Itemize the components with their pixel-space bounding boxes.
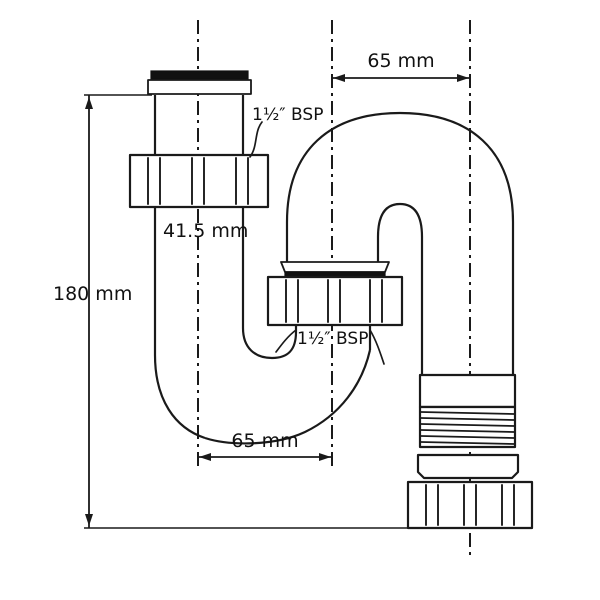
inlet-nut-ribs bbox=[147, 157, 249, 205]
upper-bend-inner-arc bbox=[376, 202, 424, 375]
outlet-pipe-barrel bbox=[418, 373, 517, 409]
centerlines-group bbox=[197, 20, 471, 560]
u-bend-inner-right-upper bbox=[241, 207, 273, 360]
trap-nut-assembly bbox=[266, 261, 404, 327]
thread-line-1 bbox=[420, 411, 515, 415]
arrow-65-top-left bbox=[333, 74, 345, 82]
dim-label-41-5: 41.5 mm bbox=[163, 220, 248, 242]
thread-line-4 bbox=[420, 429, 515, 433]
arrow-65-bottom-right bbox=[319, 453, 331, 461]
trap-nut-ribs bbox=[285, 279, 383, 323]
trap-body-group bbox=[153, 95, 515, 445]
inlet-flange bbox=[147, 79, 252, 95]
dimension-overall-height: 180 mm bbox=[53, 94, 530, 529]
arrow-65-top-right bbox=[457, 74, 469, 82]
thread-line-2 bbox=[420, 417, 515, 421]
annotation-trap-bsp: 1½″ BSP bbox=[275, 329, 385, 365]
trap-coupling-nut bbox=[266, 275, 404, 327]
dimension-bottom-span: 65 mm bbox=[198, 430, 332, 461]
dim-label-65-top: 65 mm bbox=[367, 50, 434, 72]
outlet-assembly bbox=[406, 373, 534, 530]
note-label-inlet-bsp: 1½″ BSP bbox=[252, 105, 323, 125]
trap-nut-collar bbox=[280, 261, 390, 273]
u-bend-outer-left bbox=[153, 207, 206, 440]
note-label-trap-bsp: 1½″ BSP bbox=[297, 329, 368, 349]
inlet-coupling-nut bbox=[128, 153, 270, 209]
arrow-180-bottom bbox=[85, 514, 93, 526]
outlet-thread-lines bbox=[420, 411, 515, 445]
upper-bend-outer-arc bbox=[285, 111, 515, 375]
thread-line-6 bbox=[420, 441, 515, 445]
dimension-top-span: 65 mm bbox=[332, 50, 470, 82]
leader-trap-bsp bbox=[275, 329, 297, 353]
arrow-65-bottom-left bbox=[199, 453, 211, 461]
leader-inlet-bsp bbox=[249, 121, 263, 158]
outlet-collar bbox=[416, 453, 520, 480]
u-bend-outer-bottom bbox=[204, 349, 372, 445]
leader-trap-bsp-2 bbox=[369, 329, 385, 365]
inlet-sealing-washer bbox=[150, 70, 249, 80]
outlet-nut-ribs bbox=[425, 484, 515, 526]
dimension-inlet-diameter: 41.5 mm bbox=[163, 220, 248, 242]
dim-label-180: 180 mm bbox=[53, 283, 132, 305]
dim-label-65-bottom: 65 mm bbox=[231, 430, 298, 452]
thread-line-3 bbox=[420, 423, 515, 427]
thread-line-5 bbox=[420, 435, 515, 439]
arrow-180-top bbox=[85, 97, 93, 109]
inlet-assembly bbox=[128, 70, 270, 209]
u-bend-inner-arc bbox=[271, 307, 298, 360]
annotation-inlet-bsp: 1½″ BSP bbox=[249, 105, 323, 158]
